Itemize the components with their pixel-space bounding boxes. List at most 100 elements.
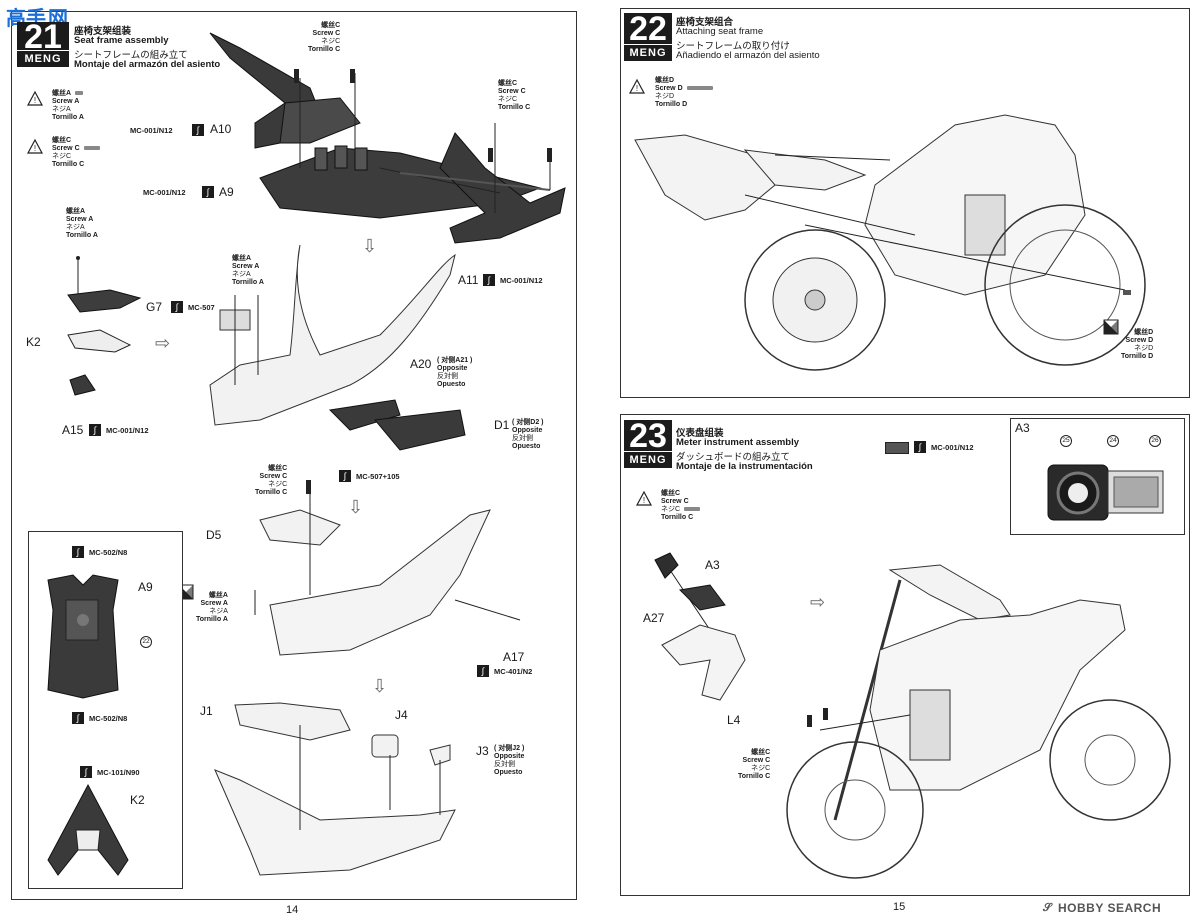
s23-warn-c-jp: ネジC [661,506,681,513]
paint-icon: ∫ [339,470,351,482]
down-arrow-icon: ⇩ [362,236,378,256]
warn-screw-c-jp: ネジC [52,153,72,160]
screw-c-mid-es: Tornillo C [255,489,288,496]
label-l4: L4 [727,713,741,727]
inset-code-top-text: MC-502/N8 [89,548,128,557]
step-21-title-cn: 座椅支架组装 [74,26,132,37]
step-21-brand: MENG [17,50,69,67]
warn-screw-a-en: Screw A [52,98,80,105]
step-22-title-es: Añadiendo el armazón del asiento [676,50,820,61]
screw-c-mid-callout: 螺丝C Screw C ネジC Tornillo C [255,465,287,497]
screw-d-square-icon [1103,319,1119,335]
marker-25-text: 25 [1062,437,1070,444]
warning-icon: ! [635,490,653,506]
step-23-title-cn: 仪表盘组装 [676,428,724,439]
a9-part-illustration [47,574,119,699]
step-22-title-en: Attaching seat frame [676,26,764,37]
code-a17: MC-401/N2 [494,667,532,676]
step-22-number: 22 [624,12,672,46]
a20-opp-cn: ( 对侧A21 ) [437,357,473,364]
right-screw-c-cn: 螺丝C [498,80,518,87]
j3-opp-cn: ( 对侧J2 ) [494,745,525,752]
seat-pad-assembly-illustration [214,702,456,876]
step-23-warn-screw-c: 螺丝C Screw C ネジC Tornillo C [661,490,701,522]
s23-warn-c-cn: 螺丝C [661,490,681,497]
warn-screw-a-es: Tornillo A [52,114,84,121]
step-21-title-en: Seat frame assembly [74,35,169,46]
k2-part-illustration [47,783,129,876]
screw-a-left-en: Screw A [66,216,94,223]
screw-a-mid-jp: ネジA [232,271,251,278]
paint-icon: ∫ [914,441,926,453]
code-a11-text: MC-001/N12 [500,276,543,285]
warn-screw-a-callout: 螺丝A Screw A ネジA Tornillo A [52,90,84,122]
right-screw-c-callout: 螺丝C Screw C ネジC Tornillo C [498,80,530,112]
page-number-left: 14 [286,904,299,916]
d1-opp-en: Opposite [512,427,543,434]
j3-opp-es: Opuesto [494,769,523,776]
label-j4: J4 [395,708,408,722]
a20-opp-es: Opuesto [437,381,466,388]
warn-screw-c-en: Screw C [52,145,80,152]
screw-c-icon [83,146,100,151]
d1-opp-cn: ( 对侧D2 ) [512,419,544,426]
j3-opp-en: Opposite [494,753,525,760]
motorcycle-rear-illustration [634,114,1146,371]
d1-opp-es: Opuesto [512,443,541,450]
label-a3: A3 [705,558,720,572]
screw-a-low-es: Tornillo A [196,616,228,623]
top-screw-c-cn: 螺丝C [321,22,341,29]
label-a20: A20 [410,357,432,371]
color-swatch [885,442,909,454]
code-a10: MC-001/N12 [130,126,173,135]
a3-inset-label: A3 [1015,421,1030,435]
label-k2: K2 [26,335,41,349]
s22-d-es: Tornillo D [1121,353,1154,360]
step-23-screw-c-bottom: 螺丝C Screw C ネジC Tornillo C [738,749,770,781]
s22-warn-d-jp: ネジD [655,93,675,100]
code-a15: MC-001/N12 [106,426,149,435]
label-a15: A15 [62,423,84,437]
screw-pin-icon [807,715,812,727]
d1-opposite-note: ( 对侧D2 ) Opposite 反対側 Opuesto [512,419,544,451]
screw-a-icon [75,91,84,96]
marker-24: 24 [1107,435,1119,447]
screw-a-low-en: Screw A [200,600,228,607]
step-23-title-en: Meter instrument assembly [676,437,800,448]
paint-icon: ∫ [171,301,183,313]
paint-icon: ∫ [89,424,101,436]
screw-pin-icon [350,69,355,83]
bracket-parts-illustration [67,256,142,396]
code-a9: MC-001/N12 [143,188,186,197]
paint-icon: ∫ [72,712,84,724]
a20-opp-en: Opposite [437,365,468,372]
warn-screw-a-jp: ネジA [52,106,71,113]
instrument-bracket-illustration [654,552,746,701]
svg-text:!: ! [34,96,36,105]
code-a9-text: MC-001/N12 [143,188,186,197]
screw-a-left-callout: 螺丝A Screw A ネジA Tornillo A [66,208,98,240]
right-screw-c-en: Screw C [498,88,526,95]
s22-warn-d-cn: 螺丝D [655,77,675,84]
screw-a-mid-cn: 螺丝A [232,255,252,262]
label-d1: D1 [494,418,510,432]
right-screw-c-es: Tornillo C [498,104,531,111]
warning-icon: ! [26,90,44,106]
label-a27: A27 [643,611,665,625]
step-21-number: 21 [17,20,69,54]
s22-d-cn: 螺丝D [1134,329,1154,336]
step-22-title-cn: 座椅支架组合 [676,17,734,28]
label-g7: G7 [146,300,163,314]
screw-a-mid-en: Screw A [232,263,260,270]
inset-label-k2: K2 [130,793,145,807]
warn-screw-c-es: Tornillo C [52,161,85,168]
s22-warn-d-es: Tornillo D [655,101,688,108]
label-a17: A17 [503,650,525,664]
step-22-warn-screw-d: 螺丝D Screw D ネジD Tornillo D [655,77,713,109]
code-a11: MC-001/N12 [500,276,543,285]
screw-pin-icon [547,148,552,162]
inset-marker-text: 22 [142,638,150,645]
screw-a-left-jp: ネジA [66,224,85,231]
marker-25: 25 [1060,435,1072,447]
a20-opp-jp: 反対側 [437,373,458,380]
